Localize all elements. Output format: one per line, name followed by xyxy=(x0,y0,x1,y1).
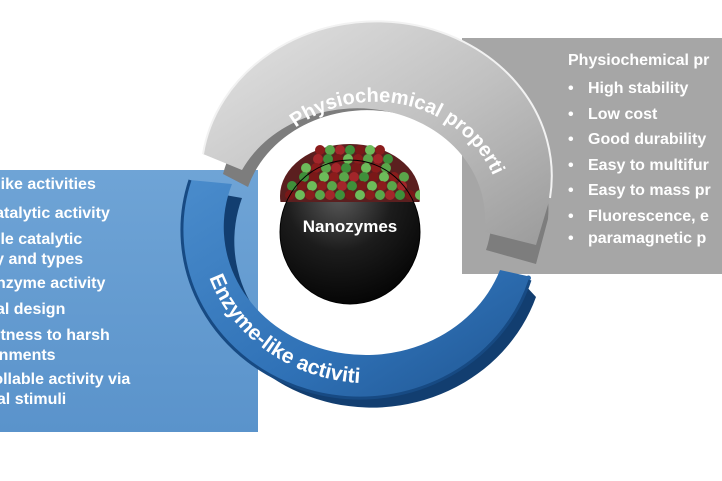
nanoparticle-bead xyxy=(335,190,345,200)
list-item: Easy to multifur xyxy=(568,153,711,179)
list-item: nable catalytic xyxy=(0,231,83,248)
nanoparticle-bead xyxy=(347,181,357,191)
nanoparticle-bead xyxy=(337,181,347,191)
nanoparticle-bead xyxy=(369,172,379,182)
nanoparticle-bead xyxy=(301,163,311,173)
list-item: Good durability xyxy=(568,127,711,153)
nanoparticle-bead xyxy=(373,154,383,164)
nanoparticle-bead xyxy=(379,172,389,182)
nanoparticle-bead xyxy=(365,190,375,200)
nanoparticle-bead xyxy=(353,154,363,164)
list-item: ivity and types xyxy=(0,251,84,268)
physiochemical-panel-title: Physiochemical pr xyxy=(568,52,710,69)
nanoparticle-bead xyxy=(305,190,315,200)
list-item: High stability xyxy=(568,76,711,102)
nanoparticle-bead xyxy=(325,145,335,155)
list-item: ti-enzyme activity xyxy=(0,275,106,292)
list-item: Easy to mass pr xyxy=(568,178,711,204)
nanoparticle-bead xyxy=(355,145,365,155)
enzyme-panel-title: e-like activities xyxy=(0,176,96,193)
nanoparticle-bead xyxy=(309,172,319,182)
nanoparticle-bead xyxy=(359,172,369,182)
list-item: ernal stimuli xyxy=(0,391,67,408)
nanoparticle-bead xyxy=(329,172,339,182)
list-item: ntrollable activity via xyxy=(0,371,131,388)
nanoparticle-bead xyxy=(377,181,387,191)
nanoparticle-bead xyxy=(415,190,420,200)
physiochemical-list: High stability Low cost Good durability … xyxy=(568,76,711,249)
nanoparticle-bead xyxy=(343,154,353,164)
nanoparticle-bead xyxy=(325,190,335,200)
nanoparticle-bead xyxy=(345,190,355,200)
nanoparticle-bead xyxy=(387,181,397,191)
center-label: Nanozymes xyxy=(303,217,397,236)
nanoparticle-bead xyxy=(297,181,307,191)
nanoparticle-bead xyxy=(331,163,341,173)
nanoparticle-bead xyxy=(361,163,371,173)
nanoparticle-bead xyxy=(399,172,409,182)
nanoparticle-bead xyxy=(307,181,317,191)
nanozyme-sphere: Nanozymes xyxy=(279,144,421,305)
nanoparticle-bead xyxy=(313,154,323,164)
list-item: Low cost xyxy=(568,102,711,128)
nanoparticle-bead xyxy=(335,145,345,155)
nanoparticle-bead xyxy=(315,145,325,155)
nanoparticle-bead xyxy=(395,190,405,200)
nanoparticle-bead xyxy=(345,145,355,155)
enzyme-list: h catalytic activity nable catalytic ivi… xyxy=(0,201,130,411)
nanoparticle-bead xyxy=(339,172,349,182)
nanoparticle-bead xyxy=(319,172,329,182)
nanoparticle-bead xyxy=(333,154,343,164)
nanoparticle-bead xyxy=(385,190,395,200)
nanoparticle-bead xyxy=(295,190,305,200)
nanoparticle-bead xyxy=(365,145,375,155)
nanoparticle-bead xyxy=(327,181,337,191)
ring-segment-physiochemical xyxy=(202,20,553,264)
list-item: rironments xyxy=(0,347,56,364)
list-item: ional design xyxy=(0,301,66,318)
nanoparticle-bead xyxy=(341,163,351,173)
nanoparticle-bead xyxy=(383,154,393,164)
nanoparticle-bead xyxy=(375,190,385,200)
nanoparticle-bead xyxy=(317,181,327,191)
list-item: paramagnetic p xyxy=(568,229,711,249)
nanoparticle-bead xyxy=(357,181,367,191)
nanoparticle-bead xyxy=(315,190,325,200)
nanoparticle-bead xyxy=(349,172,359,182)
list-item: oustness to harsh xyxy=(0,327,110,344)
list-item: Fluorescence, e xyxy=(568,204,711,230)
nanoparticle-bead xyxy=(397,181,407,191)
nanoparticle-bead xyxy=(381,163,391,173)
ring-segment-enzyme xyxy=(180,179,536,408)
nanoparticle-bead xyxy=(351,163,361,173)
nanoparticle-bead xyxy=(323,154,333,164)
list-item: h catalytic activity xyxy=(0,205,110,222)
nanoparticle-bead xyxy=(355,190,365,200)
nanoparticle-bead xyxy=(367,181,377,191)
nanoparticle-bead xyxy=(375,145,385,155)
nanoparticle-cap xyxy=(280,144,420,202)
